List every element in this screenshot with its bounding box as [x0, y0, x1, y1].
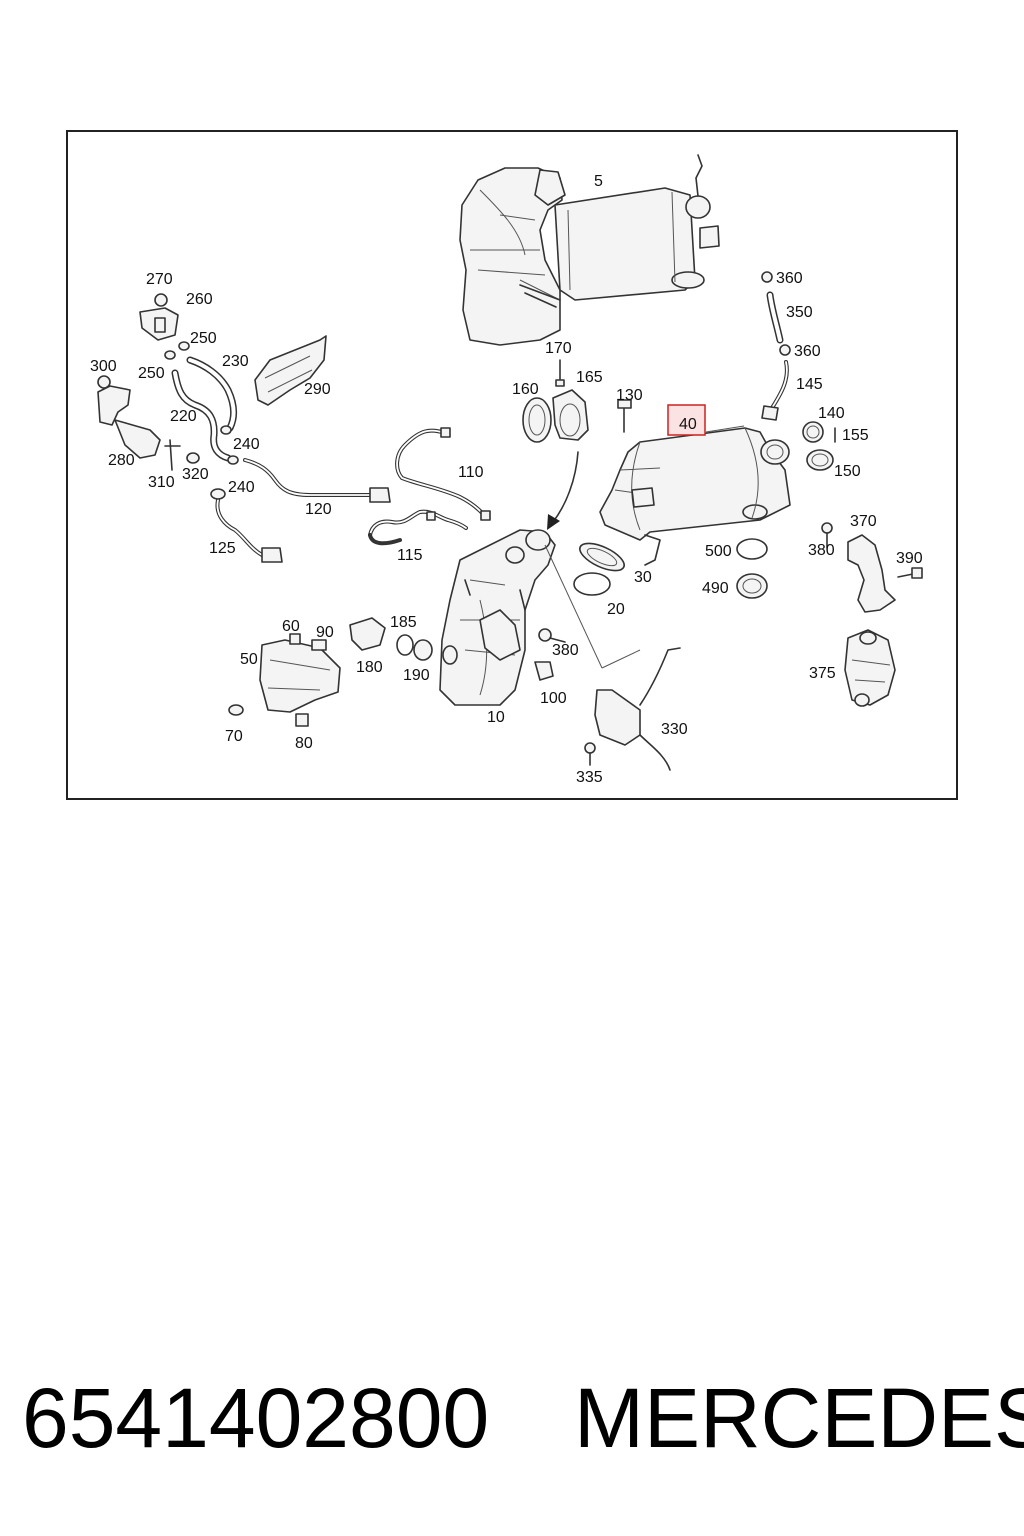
- callout-40-highlighted: 40: [679, 416, 697, 433]
- callout-80: 80: [295, 735, 313, 752]
- callout-50: 50: [240, 651, 258, 668]
- callout-335: 335: [576, 769, 603, 786]
- highlight-box-part-40: [667, 404, 706, 436]
- part-160-165-170-130-illustration: [522, 359, 632, 443]
- callout-280: 280: [108, 452, 135, 469]
- part-490-500-ring-illustration: [736, 538, 768, 599]
- callout-190: 190: [403, 667, 430, 684]
- callout-380: 380: [808, 542, 835, 559]
- part-260-270-bracket-illustration: [139, 293, 179, 341]
- part-10-converter-illustration: [439, 529, 556, 706]
- callout-120: 120: [305, 501, 332, 518]
- callout-140: 140: [818, 405, 845, 422]
- part-330-335-module-illustration: [584, 647, 681, 771]
- callout-380b: 380: [552, 642, 579, 659]
- callout-155: 155: [842, 427, 869, 444]
- part-number: 6541402800: [22, 1371, 490, 1465]
- callout-250b: 250: [138, 365, 165, 382]
- callout-10: 10: [487, 709, 505, 726]
- callout-150: 150: [834, 463, 861, 480]
- callout-240: 240: [233, 436, 260, 453]
- callout-125: 125: [209, 540, 236, 557]
- callout-90: 90: [316, 624, 334, 641]
- part-375-actuator-illustration: [844, 629, 896, 707]
- part-50-90-heat-shield-illustration: [228, 633, 341, 727]
- callout-390: 390: [896, 550, 923, 567]
- callout-310: 310: [148, 474, 175, 491]
- exhaust-parts-diagram: 5 360 350 360 145 140 155 150 270 260 25…: [90, 154, 923, 786]
- callout-500: 500: [705, 543, 732, 560]
- callout-70: 70: [225, 728, 243, 745]
- callout-220: 220: [170, 408, 197, 425]
- callout-360b: 360: [794, 343, 821, 360]
- part-100-380-illustration: [534, 628, 566, 681]
- part-180-185-190-illustration: [349, 617, 433, 661]
- callout-320: 320: [182, 466, 209, 483]
- callout-5: 5: [594, 173, 603, 190]
- callout-100: 100: [540, 690, 567, 707]
- callout-240b: 240: [228, 479, 255, 496]
- callout-130: 130: [616, 387, 643, 404]
- callout-60: 60: [282, 618, 300, 635]
- part-370-380-390-bracket-illustration: [821, 522, 923, 613]
- callout-115: 115: [397, 547, 423, 564]
- callout-270: 270: [146, 271, 173, 288]
- callout-300: 300: [90, 358, 117, 375]
- part-220-320-hose-illustration: [97, 341, 239, 471]
- callout-145: 145: [796, 376, 823, 393]
- part-120-125-pipe-illustration: [210, 458, 391, 563]
- callout-360: 360: [776, 270, 803, 287]
- callout-160: 160: [512, 381, 539, 398]
- callout-330: 330: [661, 721, 688, 738]
- part-40-dpf-unit-illustration: [599, 427, 791, 566]
- callout-490: 490: [702, 580, 729, 597]
- callout-250: 250: [190, 330, 217, 347]
- callout-185: 185: [390, 614, 417, 631]
- callout-180: 180: [356, 659, 383, 676]
- callout-230: 230: [222, 353, 249, 370]
- callout-20: 20: [607, 601, 625, 618]
- part-20-30-gasket-illustration: [573, 542, 625, 596]
- callout-290: 290: [304, 381, 331, 398]
- callout-110: 110: [458, 464, 484, 481]
- callout-30: 30: [634, 569, 652, 586]
- callout-labels: 5 360 350 360 145 140 155 150 270 260 25…: [90, 173, 923, 786]
- part-5-dpf-assembly-illustration: [459, 154, 720, 346]
- brand-name: MERCEDES: [574, 1371, 1024, 1465]
- callout-375: 375: [809, 665, 836, 682]
- parts-diagram-frame: [66, 130, 958, 800]
- callout-370: 370: [850, 513, 877, 530]
- callout-170: 170: [545, 340, 572, 357]
- part-145-350-360-pipe-illustration: [761, 271, 791, 421]
- assembly-arrow: [547, 451, 579, 530]
- leader-lines: [544, 425, 745, 669]
- part-110-115-sensor-illustration: [368, 427, 491, 546]
- callout-165: 165: [576, 369, 603, 386]
- callout-260: 260: [186, 291, 213, 308]
- part-290-heat-shield-illustration: [254, 335, 327, 406]
- callout-350: 350: [786, 304, 813, 321]
- part-140-150-155-clamp-illustration: [802, 421, 836, 471]
